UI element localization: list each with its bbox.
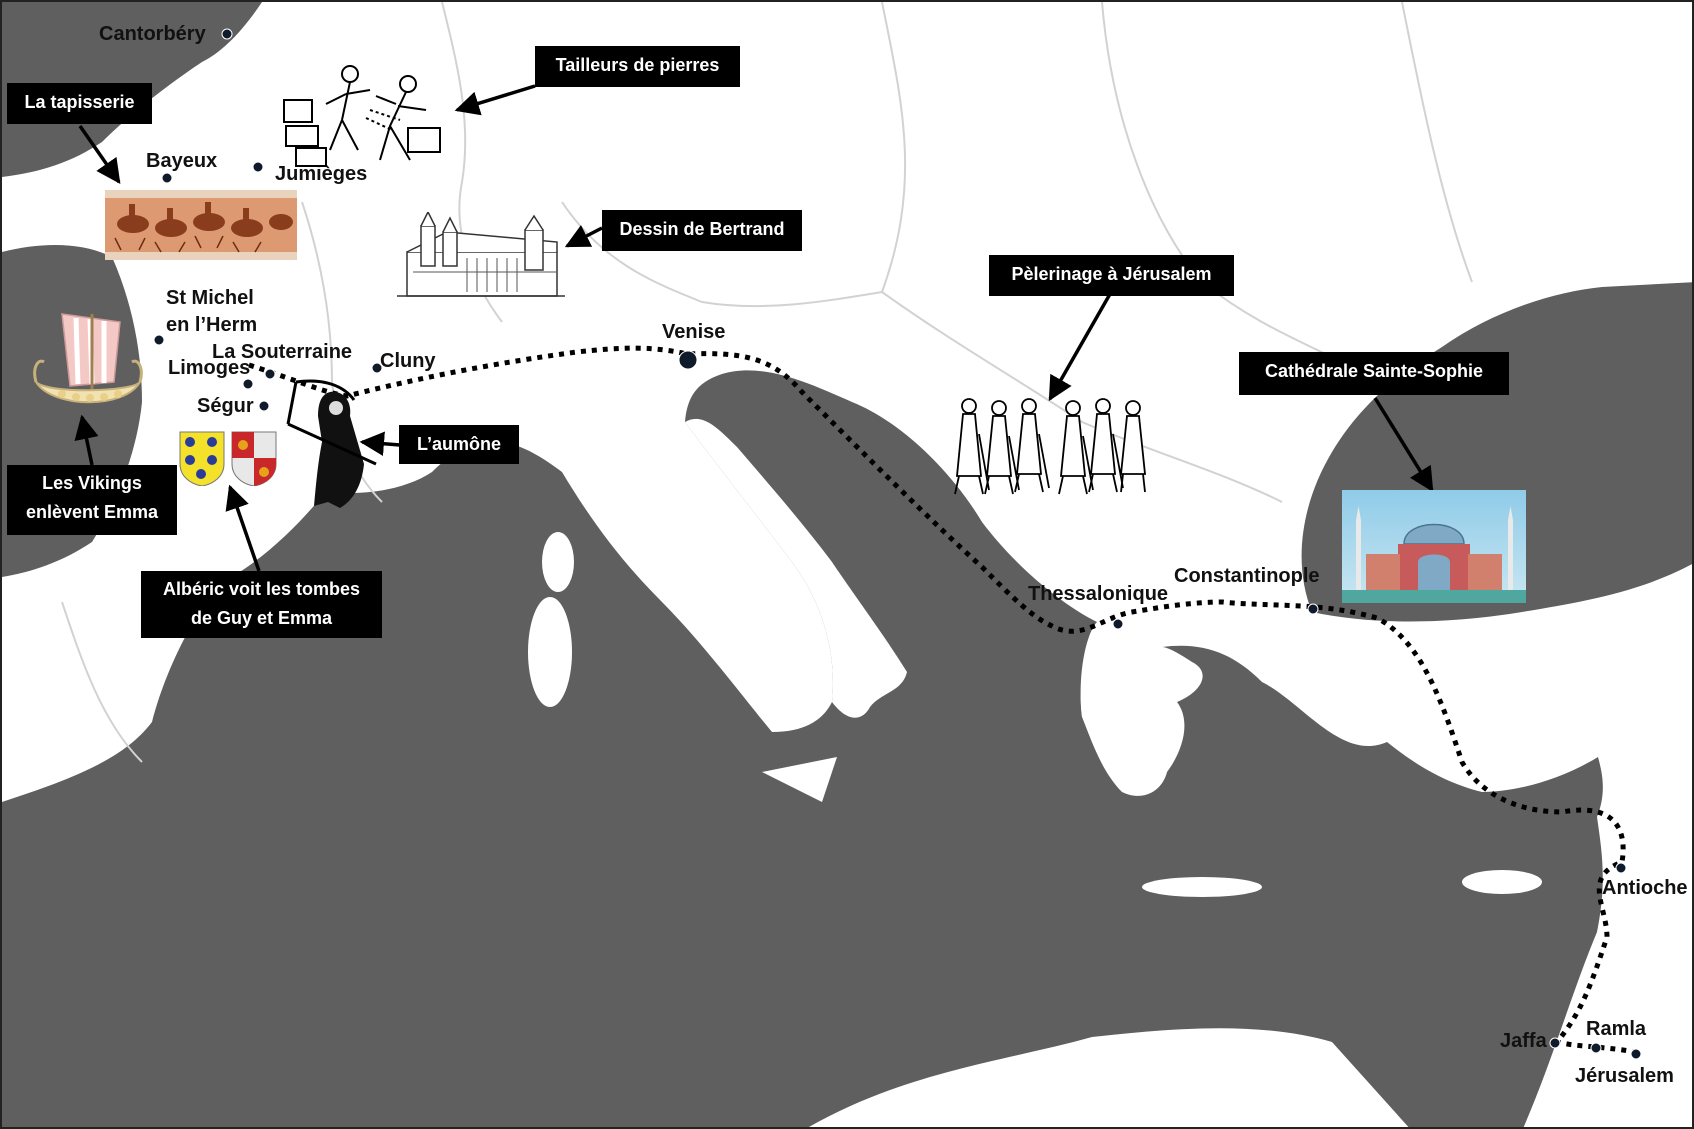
callout-alberic: Albéric voit les tombes de Guy et Emma — [141, 571, 382, 638]
city-cluny: Cluny — [380, 350, 436, 372]
callout-vikings-line2: enlèvent Emma — [25, 502, 159, 522]
hagia-sophia-icon — [1342, 490, 1526, 603]
stonemasons-icon — [283, 65, 441, 167]
cyprus — [1462, 870, 1542, 894]
city-dots — [153, 28, 1642, 1060]
abbey-drawing-icon — [397, 212, 565, 297]
city-ramla: Ramla — [1586, 1018, 1647, 1040]
city-segur: Ségur — [197, 395, 254, 417]
city-antioche: Antioche — [1602, 877, 1688, 899]
city-st-michel-line1: St Michel — [166, 287, 254, 309]
pilgrims-icon — [954, 398, 1146, 495]
city-constantinople: Constantinople — [1174, 565, 1320, 587]
callout-vikings: Les Vikings enlèvent Emma — [7, 465, 177, 535]
callout-alberic-line1: Albéric voit les tombes — [162, 579, 361, 599]
pilgrimage-route — [248, 345, 1635, 1055]
callout-dessin: Dessin de Bertrand — [602, 210, 802, 251]
callout-tailleurs: Tailleurs de pierres — [535, 46, 740, 87]
city-limoges: Limoges — [168, 357, 251, 379]
callout-alberic-line2: de Guy et Emma — [190, 608, 333, 628]
city-cantorbery: Cantorbéry — [99, 23, 206, 45]
city-jaffa: Jaffa — [1500, 1030, 1547, 1052]
city-jumieges: Jumièges — [275, 163, 368, 185]
city-jerusalem: Jérusalem — [1575, 1065, 1674, 1087]
sicily — [762, 757, 837, 802]
city-st-michel-line2: en l’Herm — [166, 314, 258, 336]
city-thessalonique: Thessalonique — [1028, 583, 1169, 605]
city-venise: Venise — [662, 321, 726, 343]
city-bayeux: Bayeux — [146, 150, 218, 172]
callout-aumone: L’aumône — [399, 425, 519, 464]
callout-arrows — [74, 84, 1434, 572]
tapestry-icon — [105, 190, 297, 260]
greek-peninsula — [1080, 622, 1203, 796]
italy-peninsula — [685, 418, 907, 718]
coat-of-arms-icon — [179, 431, 277, 486]
sardinia — [528, 597, 572, 707]
callout-sophie: Cathédrale Sainte-Sophie — [1239, 352, 1509, 395]
city-la-souterraine: La Souterraine — [212, 341, 353, 363]
grim-reaper-icon — [286, 379, 377, 508]
callout-tapisserie: La tapisserie — [7, 83, 152, 124]
corsica — [542, 532, 574, 592]
callout-vikings-line1: Les Vikings — [42, 473, 142, 493]
callout-pelerinage: Pèlerinage à Jérusalem — [989, 255, 1234, 296]
mediterranean-sea — [2, 370, 1603, 1127]
viking-ship-icon — [33, 313, 143, 404]
crete — [1142, 877, 1262, 897]
